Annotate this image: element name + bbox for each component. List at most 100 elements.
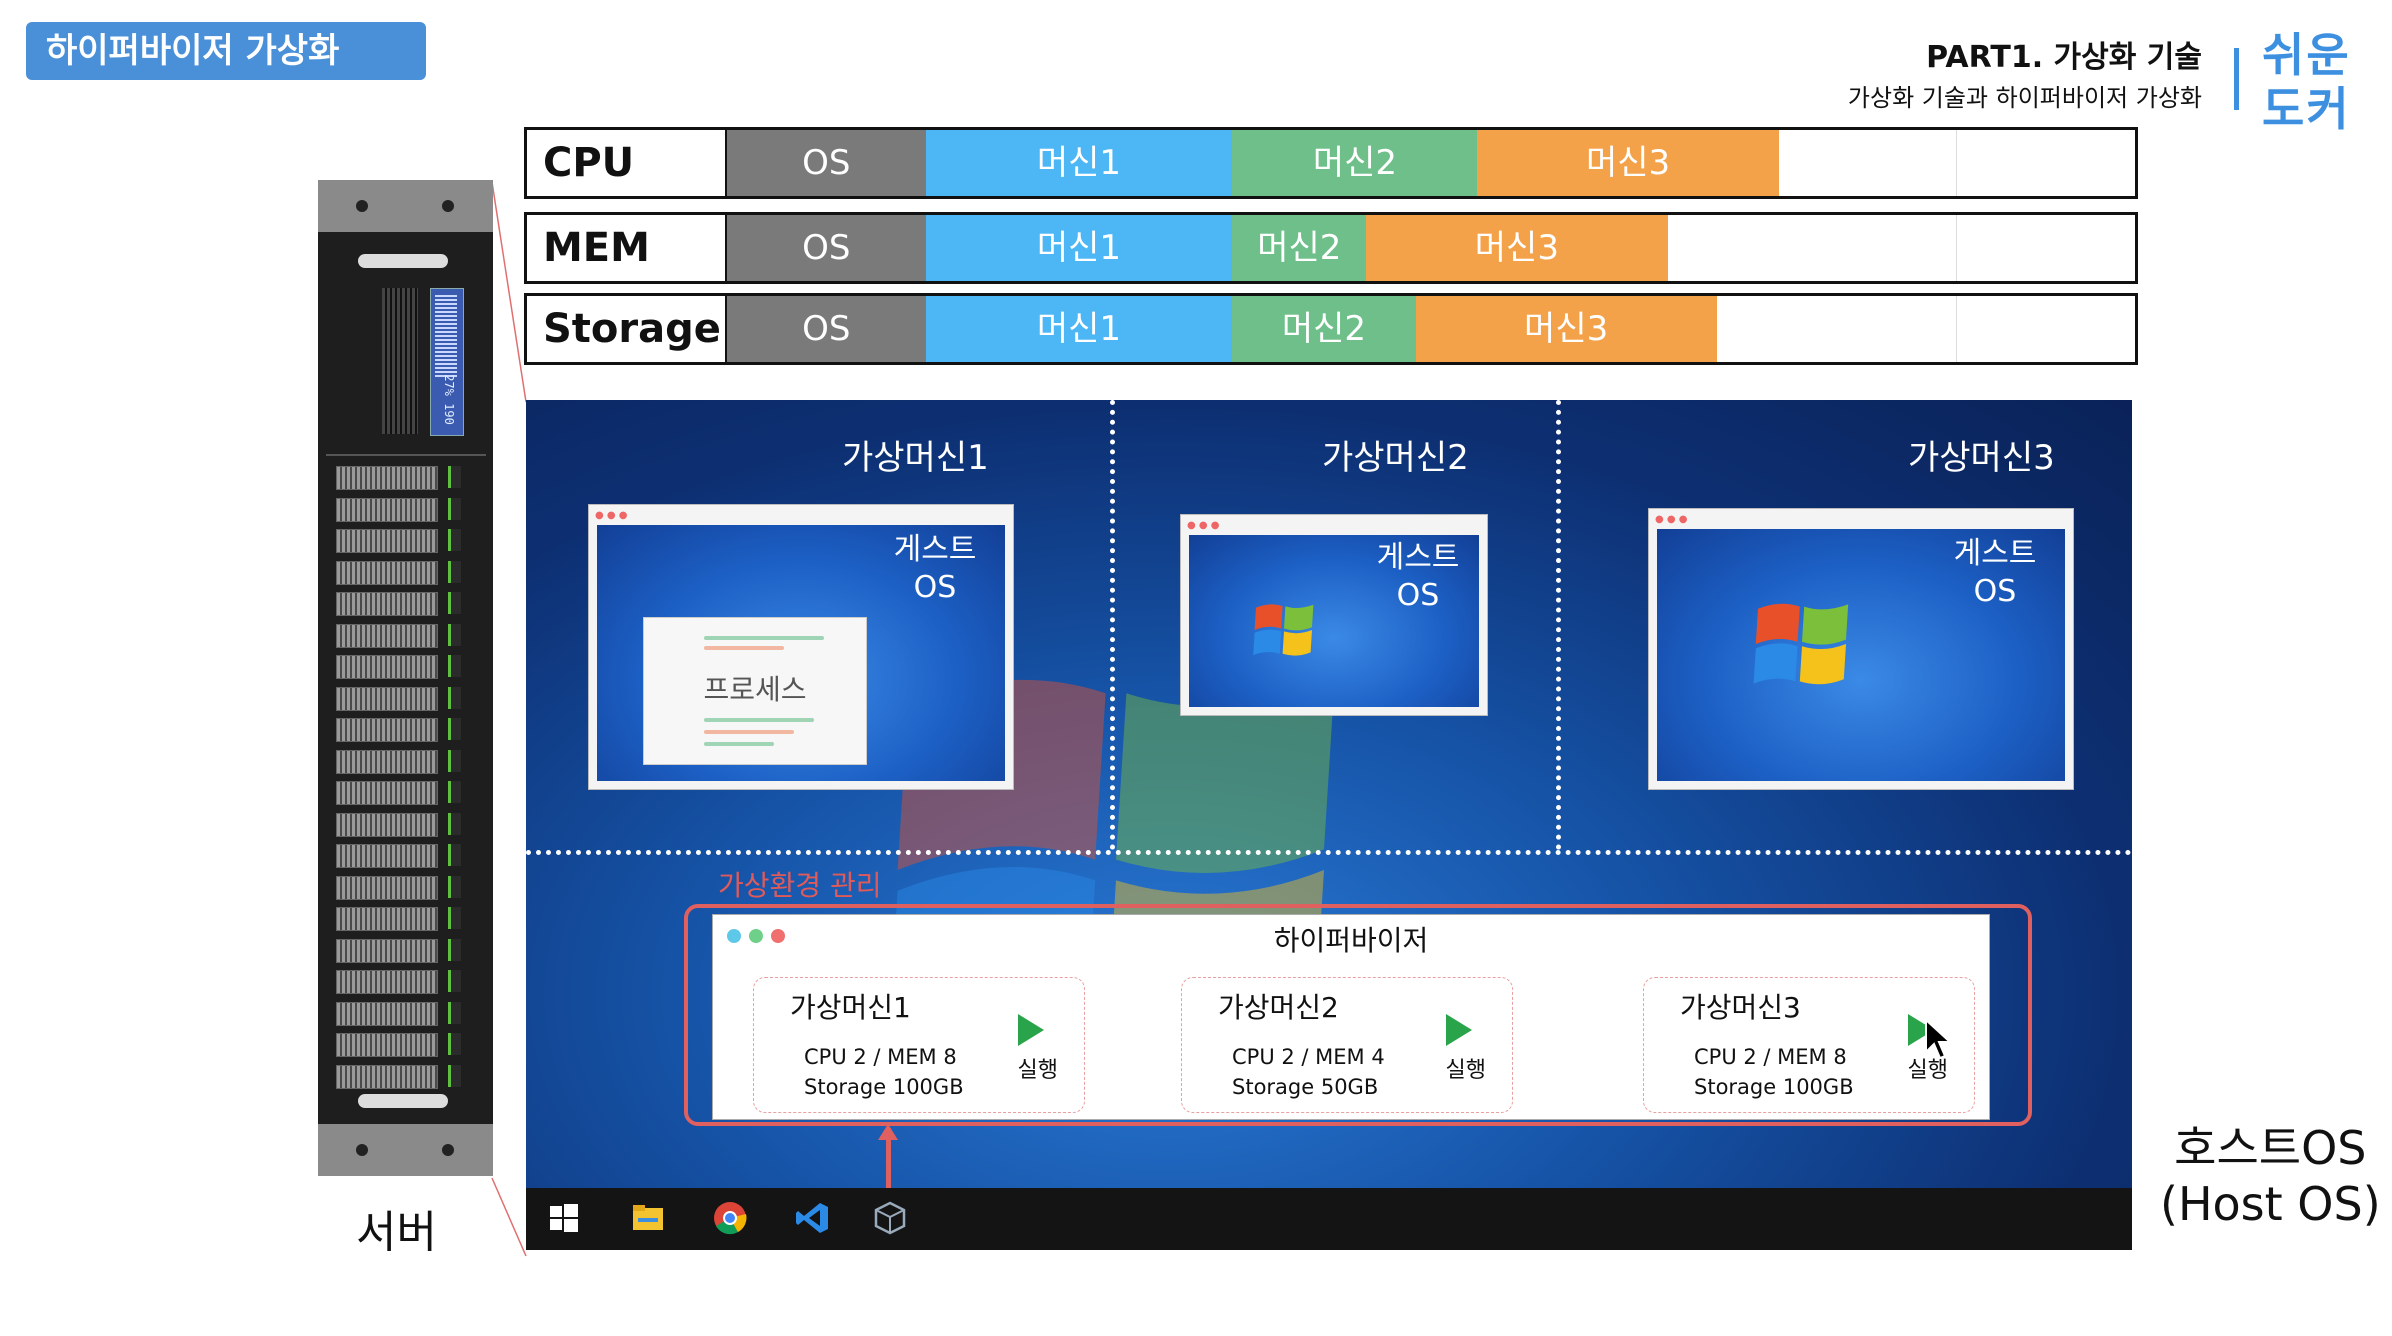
drive-led <box>448 623 461 646</box>
file-explorer-icon[interactable] <box>630 1200 666 1236</box>
virtualbox-icon[interactable] <box>872 1200 908 1236</box>
drive-led <box>448 749 461 772</box>
drive-bay <box>336 560 438 585</box>
part-subtitle: 가상화 기술과 하이퍼바이저 가상화 <box>1847 84 2202 112</box>
drive-bay <box>336 655 438 679</box>
grid-divider <box>1956 215 1958 281</box>
vm3-windows-logo-icon <box>1753 603 1849 685</box>
allocation-segment-0: OS <box>727 215 926 281</box>
drive-led <box>448 907 461 929</box>
drive-led <box>448 781 461 803</box>
drive-led <box>448 1001 461 1024</box>
vm-card-name: 가상머신2 <box>1218 991 1339 1024</box>
resource-label: Storage <box>527 296 727 362</box>
drive-led <box>448 970 461 992</box>
vm-divider-2 <box>1556 400 1561 850</box>
resource-label: MEM <box>527 215 727 281</box>
rack-ear-bottom <box>318 1124 493 1176</box>
drive-bay <box>336 623 438 648</box>
run-button[interactable]: 실행 <box>1017 1058 1058 1083</box>
chrome-icon[interactable] <box>712 1200 748 1236</box>
grid-divider <box>1956 130 1958 196</box>
server-rack-illustration: 27% 190 <box>318 180 493 1176</box>
drive-bay <box>336 466 438 490</box>
allocation-segment-1: 머신1 <box>925 130 1233 196</box>
allocation-segment-3: 머신3 <box>1477 130 1779 196</box>
allocation-segment-1: 머신1 <box>925 296 1233 362</box>
drive-bay <box>336 1064 438 1089</box>
vm-card-3: 가상머신3 CPU 2 / MEM 8 Storage 100GB 실행 <box>1643 977 1975 1113</box>
drive-led <box>448 466 461 488</box>
drive-bay <box>336 686 438 711</box>
drive-led <box>448 718 461 740</box>
vm-card-1: 가상머신1 CPU 2 / MEM 8 Storage 100GB 실행 <box>753 977 1085 1113</box>
vm-card-spec: CPU 2 / MEM 4 Storage 50GB <box>1232 1045 1385 1099</box>
drive-led <box>448 812 461 835</box>
drive-led <box>448 875 461 898</box>
drive-bay <box>336 970 438 994</box>
vm-card-spec: CPU 2 / MEM 8 Storage 100GB <box>1694 1045 1854 1099</box>
rack-ear-top <box>318 180 493 232</box>
drive-bay <box>336 718 438 742</box>
vm2-title: 가상머신2 <box>1322 438 1469 478</box>
vm-card-name: 가상머신3 <box>1680 991 1801 1024</box>
hypervisor-title: 하이퍼바이저 <box>1273 924 1429 957</box>
drive-bay <box>336 592 438 616</box>
drive-led <box>448 844 461 866</box>
vm-card-name: 가상머신1 <box>790 991 911 1024</box>
allocation-segment-2: 머신2 <box>1232 215 1367 281</box>
drive-led <box>448 560 461 583</box>
resource-label: CPU <box>527 130 727 196</box>
mouse-cursor-icon <box>1925 1018 1953 1060</box>
management-arrow-line <box>886 1128 891 1244</box>
play-icon[interactable] <box>1446 1014 1472 1046</box>
drive-bay <box>336 781 438 805</box>
drive-led <box>448 1033 461 1055</box>
grid-divider <box>1956 296 1958 362</box>
allocation-segment-2: 머신2 <box>1232 130 1478 196</box>
allocation-segment-3: 머신3 <box>1366 215 1668 281</box>
drive-bay <box>336 938 438 963</box>
run-button[interactable]: 실행 <box>1445 1058 1486 1083</box>
management-arrow-head <box>878 1124 898 1140</box>
vm3-title: 가상머신3 <box>1908 438 2055 478</box>
brand-line-1: 쉬운 <box>2262 28 2351 82</box>
allocation-segment-1: 머신1 <box>925 215 1233 281</box>
vm-card-spec: CPU 2 / MEM 8 Storage 100GB <box>804 1045 964 1099</box>
drive-led <box>448 938 461 961</box>
vm1-title: 가상머신1 <box>842 438 989 478</box>
allocation-segment-3: 머신3 <box>1415 296 1717 362</box>
drive-led <box>448 592 461 614</box>
window-dot-3 <box>771 929 785 943</box>
server-display-readout: 27% 190 <box>441 374 456 425</box>
process-label: 프로세스 <box>703 673 807 706</box>
vscode-icon[interactable] <box>794 1200 830 1236</box>
management-label: 가상환경 관리 <box>718 869 882 902</box>
drive-led <box>448 497 461 520</box>
hypervisor-window[interactable]: 하이퍼바이저 가상머신1 CPU 2 / MEM 8 Storage 100GB… <box>712 914 1990 1120</box>
brand-line-2: 도커 <box>2262 82 2351 136</box>
allocation-segment-2: 머신2 <box>1232 296 1416 362</box>
brand-separator <box>2234 48 2239 110</box>
windows-start-icon[interactable] <box>546 1200 582 1236</box>
play-icon[interactable] <box>1018 1014 1044 1046</box>
drive-bay <box>336 812 438 837</box>
window-dot-2 <box>749 929 763 943</box>
management-frame <box>684 904 2032 1126</box>
run-button[interactable]: 실행 <box>1907 1058 1948 1083</box>
taskbar <box>526 1188 2132 1250</box>
drive-bay <box>336 844 438 868</box>
brand-logo: 쉬운 도커 <box>2262 28 2362 136</box>
drive-led <box>448 1064 461 1087</box>
allocation-segment-0: OS <box>727 130 926 196</box>
process-window: 프로세스 <box>643 617 867 765</box>
